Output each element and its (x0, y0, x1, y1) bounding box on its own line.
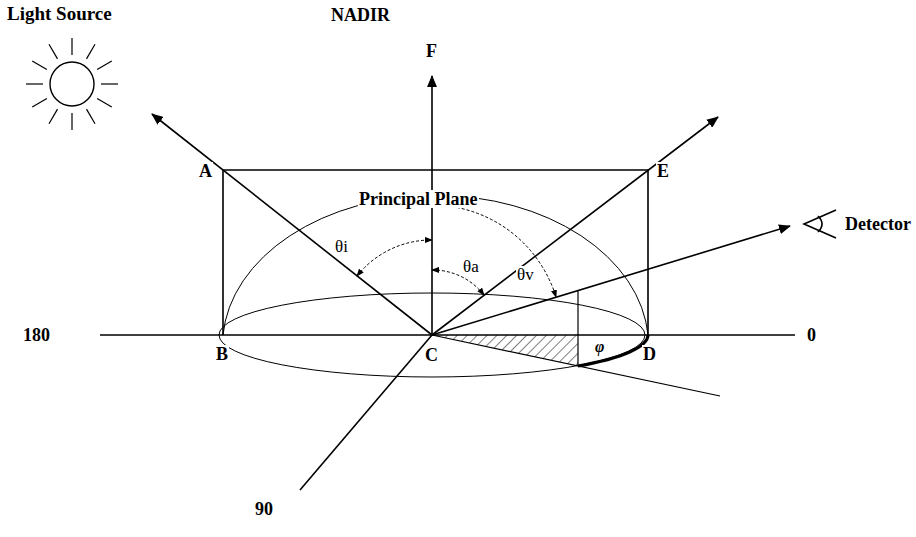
incident-ray (152, 114, 432, 335)
axis-letter: F (425, 42, 438, 60)
azimuth-arc (578, 335, 648, 366)
view-drop-line (577, 290, 578, 366)
point-letter: C (424, 346, 439, 364)
reflected-ray (432, 117, 718, 335)
azimuth-number: 90 (254, 500, 274, 518)
angle-label: θa (462, 258, 480, 275)
corner-letter: E (656, 162, 670, 180)
view-projection-line (432, 335, 720, 396)
corner-letter: A (198, 162, 213, 180)
angle-label: φ (594, 339, 605, 355)
point-letter: B (215, 345, 229, 363)
angle-label: θv (516, 266, 535, 283)
theta-i-arc (357, 240, 432, 276)
plane-label: Principal Plane (358, 190, 479, 208)
angle-label: θi (334, 238, 349, 255)
theta-v-arc (432, 205, 556, 297)
azimuth-number: 0 (806, 326, 817, 344)
detector-label: Detector (844, 215, 912, 233)
point-letter: D (642, 345, 657, 363)
azimuth-90-axis (300, 335, 432, 490)
view-ray (432, 226, 790, 335)
sun-symbol (26, 38, 118, 130)
eye-symbol (804, 210, 836, 238)
hemisphere-arc (223, 195, 648, 335)
azimuth-axis (100, 334, 795, 336)
nadir-label: NADIR (330, 6, 391, 24)
principal-plane-rect (223, 170, 648, 335)
source-label: Light Source (6, 4, 113, 23)
azimuth-number: 180 (22, 326, 51, 344)
